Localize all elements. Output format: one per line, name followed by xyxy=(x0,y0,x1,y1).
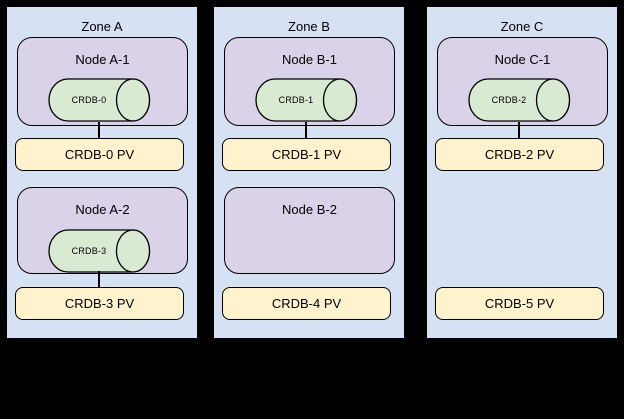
node-b1-label: Node B-1 xyxy=(282,52,337,67)
zone-b-label: Zone B xyxy=(288,19,330,34)
zone-b-box: Zone B Node B-1 CRDB-1 CRDB-1 PV Node B-… xyxy=(213,6,405,339)
connector-line xyxy=(305,122,307,138)
database-cylinder-icon xyxy=(48,229,151,273)
crdb-5-pv-box: CRDB-5 PV xyxy=(435,287,604,320)
crdb-2-pod-cylinder: CRDB-2 xyxy=(467,78,571,122)
node-b2-box: Node B-2 xyxy=(224,187,395,274)
zone-a-box: Zone A Node A-1 CRDB-0 CRDB-0 PV Node A-… xyxy=(6,6,198,339)
crdb-3-pod-label: CRDB-3 xyxy=(71,246,107,256)
database-cylinder-icon xyxy=(255,78,358,122)
zone-a-label: Zone A xyxy=(81,19,123,34)
crdb-2-pod-label: CRDB-2 xyxy=(491,95,527,105)
node-b2-label: Node B-2 xyxy=(282,202,337,217)
crdb-0-pod-cylinder: CRDB-0 xyxy=(47,78,151,122)
crdb-4-pv-box: CRDB-4 PV xyxy=(222,287,391,320)
node-a1-label: Node A-1 xyxy=(75,52,130,67)
zone-c-label: Zone C xyxy=(500,19,544,34)
node-a2-label: Node A-2 xyxy=(75,202,130,217)
connector-line xyxy=(98,122,100,138)
crdb-0-pod-label: CRDB-0 xyxy=(71,95,107,105)
connector-line xyxy=(98,271,100,287)
zone-c-box: Zone C Node C-1 CRDB-2 CRDB-2 PV CRDB-5 … xyxy=(426,6,618,339)
crdb-1-pod-label: CRDB-1 xyxy=(278,95,314,105)
crdb-2-pv-box: CRDB-2 PV xyxy=(435,138,604,171)
database-cylinder-icon xyxy=(468,78,571,122)
crdb-1-pv-box: CRDB-1 PV xyxy=(222,138,391,171)
crdb-1-pod-cylinder: CRDB-1 xyxy=(254,78,358,122)
crdb-3-pod-cylinder: CRDB-3 xyxy=(47,229,151,273)
database-cylinder-icon xyxy=(48,78,151,122)
crdb-0-pv-box: CRDB-0 PV xyxy=(15,138,184,171)
connector-line xyxy=(518,122,520,138)
node-c1-label: Node C-1 xyxy=(494,52,551,67)
crdb-3-pv-box: CRDB-3 PV xyxy=(15,287,184,320)
